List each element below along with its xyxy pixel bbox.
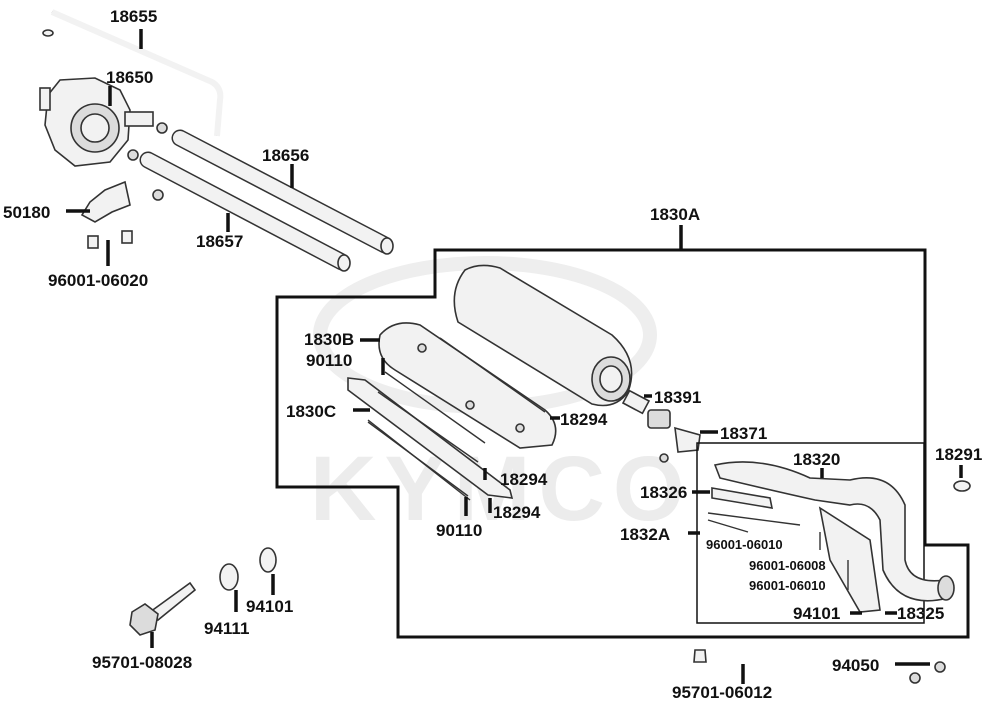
nut-94050 — [934, 661, 946, 673]
label-90110-top: 90110 — [306, 351, 352, 370]
label-18657: 18657 — [196, 232, 243, 251]
label-1830B: 1830B — [304, 330, 354, 349]
part-labels: 18655 18650 18656 50180 18657 96001-0602… — [3, 7, 982, 702]
label-18326: 18326 — [640, 483, 687, 502]
label-18325: 18325 — [897, 604, 944, 623]
label-95701-08028: 95701-08028 — [92, 653, 192, 672]
label-90110-bottom: 90110 — [436, 521, 482, 540]
label-18294-c: 18294 — [493, 503, 541, 522]
bolt-95701-06012 — [693, 649, 707, 663]
label-95701-06012: 95701-06012 — [672, 683, 772, 702]
label-96001-06010-a: 96001-06010 — [706, 537, 783, 552]
gasket-18291 — [953, 480, 971, 492]
loose-hardware — [129, 480, 971, 684]
screws-group — [367, 337, 546, 497]
hose-18657 — [139, 151, 351, 272]
muffler-body — [453, 264, 701, 463]
muffler-assembly-outline — [275, 248, 970, 639]
hose-18656 — [171, 129, 394, 255]
label-18650: 18650 — [106, 68, 153, 87]
label-94111: 94111 — [204, 619, 249, 638]
label-18656: 18656 — [262, 146, 309, 165]
label-1830A: 1830A — [650, 205, 700, 224]
label-18391: 18391 — [654, 388, 701, 407]
label-96001-06020: 96001-06020 — [48, 271, 148, 290]
label-50180: 50180 — [3, 203, 50, 222]
washer-94101 — [259, 547, 277, 573]
label-18371: 18371 — [720, 424, 767, 443]
label-94050: 94050 — [832, 656, 879, 675]
heat-shield-1830B — [378, 322, 557, 449]
label-94101-right: 94101 — [793, 604, 840, 623]
label-96001-06010-b: 96001-06010 — [749, 578, 826, 593]
label-1832A: 1832A — [620, 525, 670, 544]
leader-lines — [66, 29, 963, 684]
label-18655: 18655 — [110, 7, 157, 26]
label-18291: 18291 — [935, 445, 982, 464]
label-18320: 18320 — [793, 450, 840, 469]
washer-94111 — [219, 563, 239, 591]
exhaust-pipe — [707, 461, 955, 613]
label-96001-06008: 96001-06008 — [749, 558, 826, 573]
label-94101-left: 94101 — [246, 597, 293, 616]
label-1830C: 1830C — [286, 402, 336, 421]
label-18294-a: 18294 — [560, 410, 608, 429]
label-18294-b: 18294 — [500, 470, 548, 489]
